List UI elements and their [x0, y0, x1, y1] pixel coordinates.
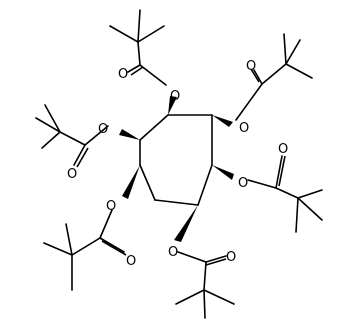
carbonyl-oxygen-bottom: O	[226, 250, 236, 265]
ester-oxygen-right: O	[238, 176, 248, 191]
stereo-wedges	[119, 96, 234, 242]
ester-oxygen-top-right: O	[239, 121, 249, 136]
carbonyl-double-bonds	[76, 66, 286, 266]
carbonyl-oxygen-right: O	[278, 142, 288, 157]
ester-oxygen-bottom: O	[168, 245, 178, 260]
cyclohexane-ring	[139, 114, 213, 206]
carbonyl-oxygen-bottom-left: O	[126, 254, 136, 269]
ester-bonds	[35, 9, 323, 319]
atom-labels: O O O O O O O O O O O O	[67, 59, 288, 269]
ester-oxygen-left: O	[98, 122, 108, 137]
ester-oxygen-top: O	[170, 89, 180, 104]
ester-oxygen-bottom-left: O	[106, 199, 116, 214]
carbonyl-oxygen-top-right: O	[246, 59, 256, 74]
carbonyl-oxygen-left: O	[67, 167, 77, 182]
carbonyl-oxygen-top: O	[118, 67, 128, 82]
